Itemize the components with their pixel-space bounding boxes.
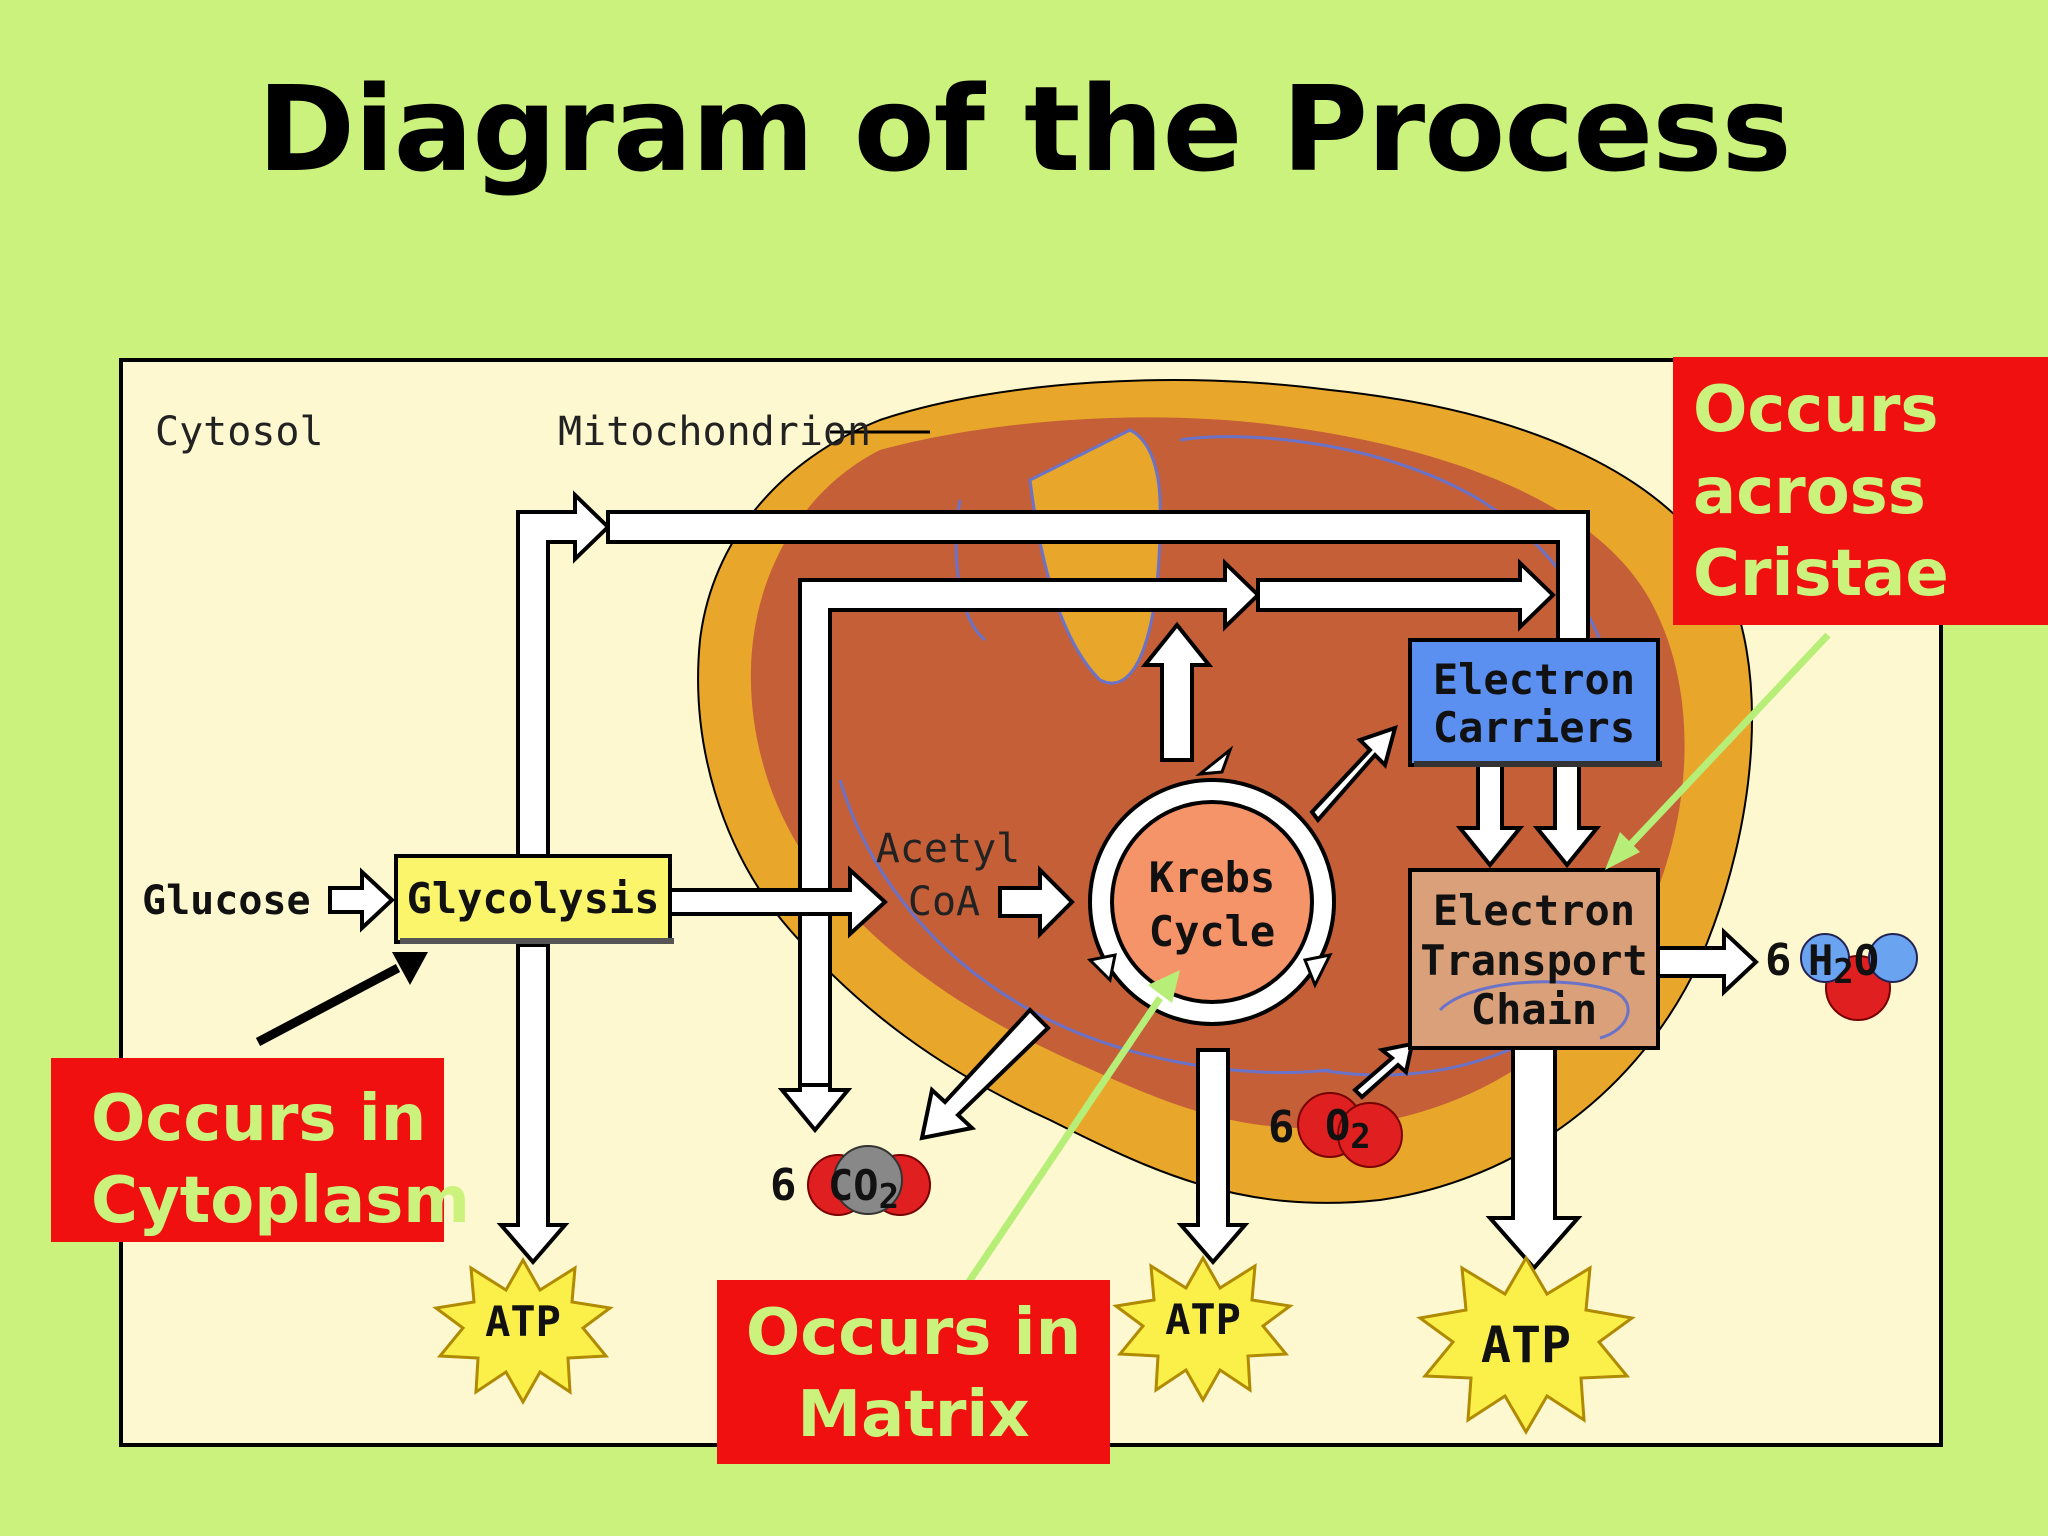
co2-coefficient: 6 (770, 1160, 797, 1211)
krebs-label-1: Krebs (1149, 853, 1275, 902)
h2o-formula: H2O (1808, 936, 1879, 992)
callout-cytoplasm: Occurs in Cytoplasm (51, 1058, 470, 1242)
carriers-label-1: Electron (1433, 655, 1635, 704)
atp-starburst-3: ATP (1416, 1255, 1636, 1435)
callout-cytoplasm-line2: Cytoplasm (91, 1164, 470, 1238)
co2-molecule: 6 CO2 (770, 1145, 931, 1217)
krebs-label-2: Cycle (1149, 907, 1275, 956)
cristae-pointer (1605, 632, 1831, 870)
o2-formula: O2 (1325, 1101, 1371, 1157)
callout-cytoplasm-line1: Occurs in (91, 1082, 427, 1156)
krebs-cycle: Krebs Cycle (1086, 745, 1336, 1026)
atp-starburst-2: ATP (1112, 1254, 1294, 1404)
glycolysis-box: Glycolysis (394, 854, 674, 944)
h2o-molecule: 6 H2O (1765, 933, 1918, 1021)
callout-matrix-line1: Occurs in (745, 1296, 1082, 1370)
etc-label-3: Chain (1471, 985, 1597, 1034)
flow-arrows (328, 490, 1759, 1272)
atp-label-3: ATP (1481, 1316, 1571, 1374)
h2o-coefficient: 6 (1765, 935, 1792, 986)
slide-title: Diagram of the Process (257, 60, 1792, 198)
acetyl-label: Acetyl (876, 826, 1021, 872)
matrix-pointer (957, 970, 1180, 1297)
callout-matrix-line2: Matrix (797, 1378, 1030, 1452)
glycolysis-label: Glycolysis (407, 874, 660, 923)
callout-cristae: Occurs across Cristae (1673, 357, 2048, 625)
co2-formula: CO2 (828, 1161, 899, 1217)
atp-label-1: ATP (485, 1297, 561, 1346)
cytosol-label: Cytosol (155, 409, 324, 455)
atp-starburst-1: ATP (432, 1256, 614, 1406)
coa-label: CoA (908, 879, 980, 925)
glucose-label: Glucose (142, 878, 311, 924)
electron-carriers-box: Electron Carriers (1408, 638, 1662, 767)
etc-label-2: Transport (1420, 936, 1648, 985)
callout-cristae-line1: Occurs (1693, 373, 1939, 447)
callout-matrix: Occurs in Matrix (717, 1280, 1110, 1464)
mitochondrion-label: Mitochondrion (558, 409, 871, 455)
o2-molecule: 6 O2 (1268, 1092, 1403, 1168)
etc-label-1: Electron (1433, 886, 1635, 935)
callout-cristae-line2: across (1693, 455, 1926, 529)
callout-cristae-line3: Cristae (1693, 537, 1949, 611)
cytoplasm-pointer (255, 952, 428, 1046)
o2-coefficient: 6 (1268, 1102, 1295, 1153)
atp-label-2: ATP (1165, 1295, 1241, 1344)
carriers-label-2: Carriers (1433, 703, 1635, 752)
electron-transport-chain-box: Electron Transport Chain (1408, 868, 1660, 1050)
